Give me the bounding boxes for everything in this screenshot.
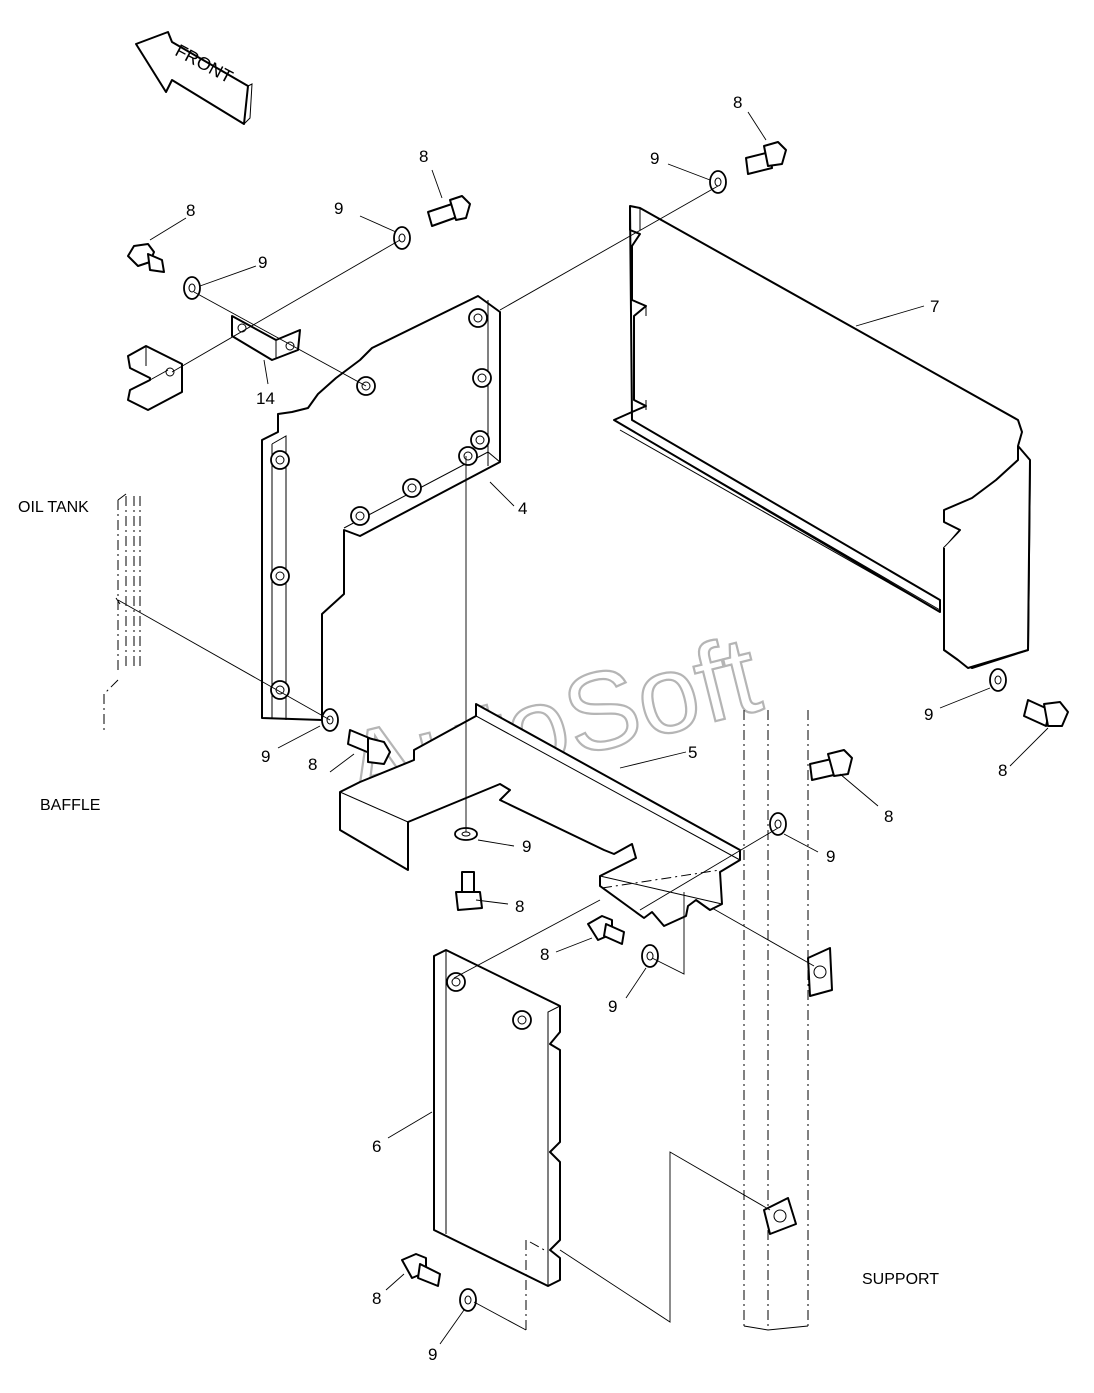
callout-9b: 9: [334, 199, 343, 218]
leader-lines: [117, 111, 1049, 1345]
baffle-label: BAFFLE: [40, 797, 100, 814]
bolts: [127, 141, 1069, 1287]
callout-8e: 8: [998, 761, 1007, 780]
part-5-lower-plate: [339, 703, 741, 927]
bolt-8h: [587, 915, 625, 945]
callout-9g: 9: [522, 837, 531, 856]
callout-8i: 8: [372, 1289, 381, 1308]
part-4-side-bracket: [261, 295, 501, 721]
callout-8h: 8: [540, 945, 549, 964]
callout-8g: 8: [515, 897, 524, 916]
bracket-nuts: [270, 308, 492, 700]
washer-9a: [183, 276, 201, 300]
washer-9b: [393, 226, 411, 250]
part-6-vertical-plate: [433, 949, 561, 1330]
oil-tank-context: [103, 493, 141, 734]
callout-9a: 9: [258, 253, 267, 272]
callout-8a: 8: [186, 201, 195, 220]
callout-9i: 9: [428, 1345, 437, 1364]
bolt-8b: [427, 195, 471, 227]
callout-6: 6: [372, 1137, 381, 1156]
bolt-8f: [809, 749, 853, 781]
washer-9i: [459, 1288, 477, 1312]
bolt-8a: [127, 243, 165, 273]
callout-8f: 8: [884, 807, 893, 826]
bolt-8d: [347, 729, 391, 765]
bolt-8e: [1023, 699, 1069, 727]
front-arrow: FRONT: [135, 31, 253, 125]
u-clip: [127, 345, 183, 411]
washer-9h: [641, 944, 659, 968]
callout-7: 7: [930, 297, 939, 316]
callout-9f: 9: [826, 847, 835, 866]
support-post: [743, 710, 833, 1331]
callout-9c: 9: [650, 149, 659, 168]
callout-9h: 9: [608, 997, 617, 1016]
callout-8d: 8: [308, 755, 317, 774]
callout-9e: 9: [924, 705, 933, 724]
callout-4: 4: [518, 499, 527, 518]
washer-9f: [769, 812, 787, 836]
part-7-rear-cover: [613, 205, 1031, 669]
part-14-angle-bracket: [231, 315, 301, 361]
callout-8b: 8: [419, 147, 428, 166]
washer-9c: [709, 170, 727, 194]
bolt-8i: [401, 1253, 441, 1287]
support-label: SUPPORT: [862, 1271, 939, 1288]
callout-9d: 9: [261, 747, 270, 766]
callout-numbers: 8 9 8 9 8 9 14 7 4 5 6 9 8 9 8 9 8 8 9 8…: [186, 93, 1007, 1364]
washer-9e: [989, 668, 1007, 692]
washers: [183, 170, 1007, 1312]
callout-14: 14: [256, 389, 275, 408]
oil-tank-label: OIL TANK: [18, 499, 89, 516]
bolt-8c: [745, 141, 787, 175]
bolt-8g: [455, 871, 483, 911]
callout-8c: 8: [733, 93, 742, 112]
callout-5: 5: [688, 743, 697, 762]
